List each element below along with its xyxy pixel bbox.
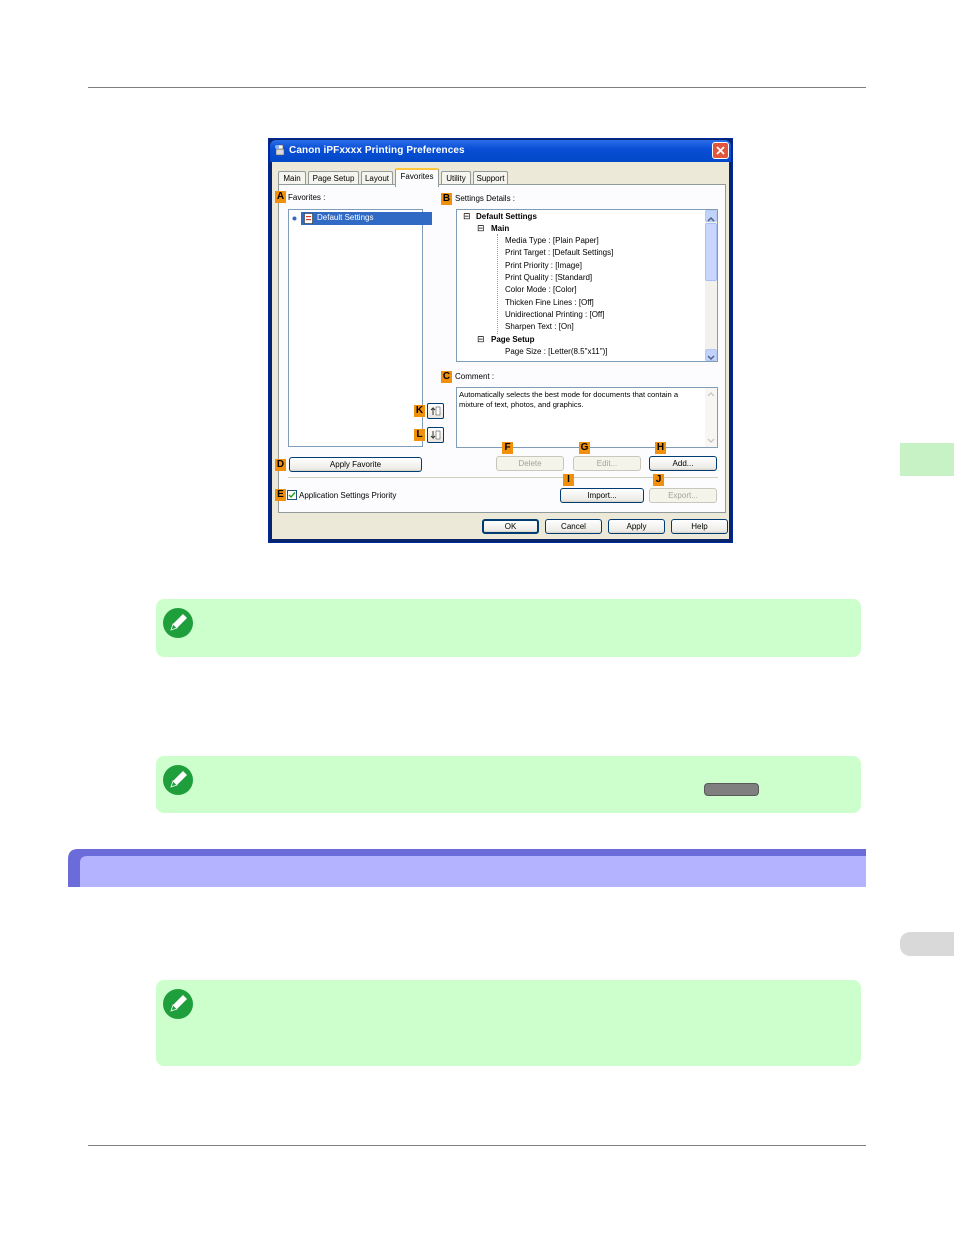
marker-g: G <box>579 442 590 454</box>
tab-favorites[interactable]: Favorites <box>395 168 439 187</box>
marker-i: I <box>563 474 574 486</box>
marker-l: L <box>414 429 425 441</box>
chevron-down-icon <box>707 355 715 361</box>
favorites-label: Favorites : <box>288 193 326 202</box>
tree-expand-icon[interactable]: ⊟ <box>477 223 485 233</box>
delete-button[interactable]: Delete <box>496 456 564 471</box>
tree-group-main: Main <box>491 224 510 233</box>
comment-label: Comment : <box>455 372 495 381</box>
note-box-3 <box>156 980 861 1066</box>
tree-item: Print Target : [Default Settings] <box>505 248 614 257</box>
marker-e: E <box>275 489 286 501</box>
tab-main[interactable]: Main <box>278 171 306 186</box>
chevron-up-icon <box>707 392 715 397</box>
apply-favorite-button[interactable]: Apply Favorite <box>289 457 422 472</box>
tab-support[interactable]: Support <box>473 171 508 186</box>
section-heading-bar <box>68 849 866 887</box>
tree-group-page-setup: Page Setup <box>491 335 535 344</box>
move-up-icon <box>430 406 441 416</box>
pencil-note-icon <box>163 989 193 1019</box>
settings-scrollbar[interactable] <box>705 210 717 361</box>
footer-rule <box>88 1145 866 1146</box>
tree-expand-icon[interactable]: ⊟ <box>477 334 485 344</box>
tree-item: Page Size : [Letter(8.5"x11")] <box>505 347 608 356</box>
checkmark-icon <box>288 492 296 499</box>
add-button[interactable]: Add... <box>649 456 717 471</box>
import-button[interactable]: Import... <box>560 488 644 503</box>
note-box-1 <box>156 599 861 657</box>
favorites-item-default-settings[interactable]: Default Settings <box>301 212 432 225</box>
favorite-document-icon <box>304 213 313 224</box>
dialog-client: Main Page Setup Layout Favorites Utility… <box>272 162 729 539</box>
close-icon <box>716 146 725 155</box>
tree-item: Thicken Fine Lines : [Off] <box>505 298 594 307</box>
comment-box: Automatically selects the best mode for … <box>456 387 718 448</box>
printing-preferences-dialog: Canon iPFxxxx Printing Preferences Main … <box>268 138 733 543</box>
favorites-panel: A Favorites : Default Settings K <box>275 184 726 513</box>
app-settings-priority-checkbox[interactable] <box>287 490 297 500</box>
printer-icon <box>275 144 285 156</box>
tree-item: Media Type : [Plain Paper] <box>505 236 599 245</box>
key-button-pill <box>704 783 759 796</box>
side-tab-gray <box>900 932 954 956</box>
marker-b: B <box>441 193 452 205</box>
help-button[interactable]: Help <box>671 519 728 534</box>
settings-details-label: Settings Details : <box>455 194 516 203</box>
tree-item: Print Priority : [Image] <box>505 261 582 270</box>
favorites-item-label: Default Settings <box>317 213 374 222</box>
settings-details-tree[interactable]: ⊟ Default Settings ⊟ Main Media Type : [… <box>456 209 718 362</box>
tab-utility[interactable]: Utility <box>441 171 471 186</box>
tree-item: Print Quality : [Standard] <box>505 273 593 282</box>
note-box-2 <box>156 756 861 813</box>
bullet-icon <box>292 216 297 221</box>
comment-line-1: Automatically selects the best mode for … <box>459 390 679 399</box>
tree-connector <box>497 234 499 334</box>
scroll-up-button[interactable] <box>705 210 717 222</box>
tree-item: Sharpen Text : [On] <box>505 322 574 331</box>
tree-item: Unidirectional Printing : [Off] <box>505 310 605 319</box>
separator-line <box>288 477 718 478</box>
chevron-down-icon <box>707 438 715 443</box>
move-down-button[interactable] <box>427 427 444 443</box>
favorites-list[interactable]: Default Settings <box>288 209 432 447</box>
marker-h: H <box>655 442 666 454</box>
tab-page-setup[interactable]: Page Setup <box>308 171 359 186</box>
apply-button[interactable]: Apply <box>608 519 665 534</box>
pencil-note-icon <box>163 608 193 638</box>
tree-root: Default Settings <box>476 212 537 221</box>
ok-button[interactable]: OK <box>482 519 539 534</box>
move-up-button[interactable] <box>427 403 444 419</box>
marker-j: J <box>653 474 664 486</box>
marker-c: C <box>441 371 452 383</box>
cancel-button[interactable]: Cancel <box>545 519 602 534</box>
dialog-title: Canon iPFxxxx Printing Preferences <box>289 145 465 156</box>
marker-d: D <box>275 459 286 471</box>
tree-expand-icon[interactable]: ⊟ <box>463 211 471 221</box>
close-button[interactable] <box>712 142 729 159</box>
comment-line-2: mixture of text, photos, and graphics. <box>459 400 584 409</box>
app-settings-priority-label: Application Settings Priority <box>299 491 397 500</box>
export-button[interactable]: Export... <box>649 488 717 503</box>
comment-scrollbar <box>705 388 717 447</box>
pencil-note-icon <box>163 765 193 795</box>
scroll-thumb[interactable] <box>705 223 717 281</box>
marker-a: A <box>275 191 286 203</box>
side-tab-green <box>900 443 954 476</box>
scroll-down-button[interactable] <box>705 349 717 361</box>
edit-button[interactable]: Edit... <box>573 456 641 471</box>
tab-layout[interactable]: Layout <box>361 171 393 186</box>
tree-item: Color Mode : [Color] <box>505 285 577 294</box>
move-down-icon <box>430 430 441 440</box>
title-bar: Canon iPFxxxx Printing Preferences <box>270 140 731 162</box>
chevron-up-icon <box>707 216 715 222</box>
marker-f: F <box>502 442 513 454</box>
header-rule <box>88 87 866 88</box>
marker-k: K <box>414 405 425 417</box>
